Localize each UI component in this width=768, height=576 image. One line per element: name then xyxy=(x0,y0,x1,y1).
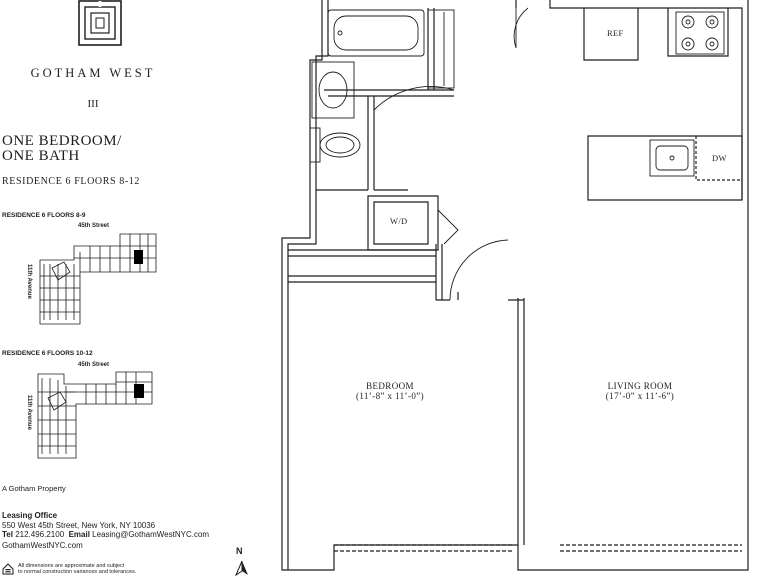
disclaimer: All dimensions are approximate and subje… xyxy=(18,563,188,575)
tel-number[interactable]: 212.496.2100 xyxy=(15,530,65,539)
key-plan-2-avenue: 11th Avenue xyxy=(26,395,32,430)
living-room-name: LIVING ROOM xyxy=(607,381,673,391)
north-label: N xyxy=(236,546,243,556)
website-link[interactable]: GothamWestNYC.com xyxy=(2,541,83,550)
leasing-address: 550 West 45th Street, New York, NY 10036 xyxy=(2,521,156,530)
email-label: Email xyxy=(68,530,90,539)
key-plan-2-label: RESIDENCE 6 FLOORS 10-12 xyxy=(2,350,93,357)
building-number: III xyxy=(87,98,99,110)
key-plan-1-unit-highlight xyxy=(134,250,143,264)
gotham-property: A Gotham Property xyxy=(2,484,66,493)
north-arrow-icon xyxy=(235,560,248,576)
key-plan-1-diagram xyxy=(39,233,157,325)
key-plan-2-unit-highlight xyxy=(134,384,144,398)
leasing-office-title: Leasing Office xyxy=(2,511,58,520)
gotham-west-logo xyxy=(78,0,122,46)
unit-title: ONE BEDROOM/ ONE BATH xyxy=(2,134,122,164)
key-plan-2-diagram xyxy=(37,371,153,459)
living-room-dimensions: (17’-0” x 11’-6”) xyxy=(605,391,675,401)
key-plan-1-street: 45th Street xyxy=(78,223,110,229)
floor-plan xyxy=(281,0,749,571)
living-room-label: LIVING ROOM (17’-0” x 11’-6”) xyxy=(570,381,710,401)
key-plan-2-street: 45th Street xyxy=(78,362,110,368)
bedroom-dimensions: (11’-8” x 11’-0”) xyxy=(355,391,425,401)
brand-name: GOTHAM WEST xyxy=(30,66,156,80)
refrigerator-label: REF xyxy=(607,28,624,38)
tel-label: Tel xyxy=(2,530,13,539)
email-address[interactable]: Leasing@GothamWestNYC.com xyxy=(92,530,210,539)
bedroom-name: BEDROOM xyxy=(366,381,414,391)
key-plan-1-avenue: 11th Avenue xyxy=(26,264,32,299)
equal-housing-icon xyxy=(2,563,14,575)
disclaimer-line1: All dimensions are approximate and subje… xyxy=(18,563,125,569)
unit-title-line2: ONE BATH xyxy=(2,148,80,164)
key-plan-1-label: RESIDENCE 6 FLOORS 8-9 xyxy=(2,212,86,219)
washer-dryer-label: W/D xyxy=(390,216,408,226)
unit-title-line1: ONE BEDROOM/ xyxy=(2,133,122,149)
dishwasher-label: DW xyxy=(712,153,727,163)
disclaimer-line2: to normal construction variances and tol… xyxy=(18,569,137,575)
residence-floors: RESIDENCE 6 FLOORS 8-12 xyxy=(2,176,140,187)
leasing-contact: Tel 212.496.2100 Email Leasing@GothamWes… xyxy=(2,530,209,539)
bedroom-label: BEDROOM (11’-8” x 11’-0”) xyxy=(320,381,460,401)
